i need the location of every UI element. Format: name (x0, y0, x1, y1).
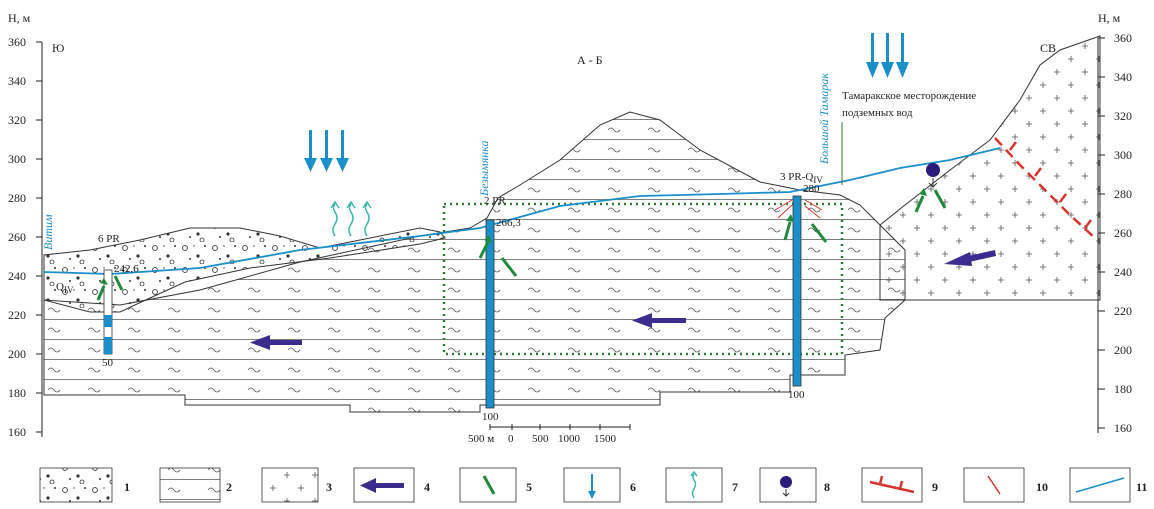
legend-num-8: 8 (824, 480, 830, 494)
left-tick-220: 220 (8, 308, 26, 322)
groundwater-flow-arrows (250, 250, 996, 350)
river-tamarak-label: Большой Тамарак (817, 73, 831, 165)
profile-title: А - Б (577, 53, 603, 67)
scale-label-0: 0 (508, 433, 514, 445)
fracture-lines (774, 199, 823, 219)
legend-num-10: 10 (1036, 480, 1048, 494)
right-tick-340: 340 (1114, 70, 1132, 84)
right-tick-280: 280 (1114, 187, 1132, 201)
direction-south: Ю (52, 41, 64, 55)
legend-evaporation-arrow-icon (690, 470, 698, 499)
well-3pr-id: 3 PR-QIV (780, 171, 823, 185)
gravel-alluvium (43, 227, 446, 313)
left-tick-300: 300 (8, 152, 26, 166)
left-axis-label: Н, м (8, 11, 31, 25)
river-vitim-label: Витим (41, 214, 55, 250)
infiltration-arrows-right (866, 33, 909, 78)
scale-label-500: 500 (532, 433, 549, 445)
legend-num-2: 2 (226, 480, 232, 494)
scale-label-500m: 500 м (468, 433, 494, 445)
legend-infiltration-arrow-icon (588, 474, 596, 499)
well-3pr-level: 280 (803, 183, 820, 195)
left-tick-320: 320 (8, 113, 26, 127)
legend-fracture-icon (987, 475, 1001, 495)
left-tick-240: 240 (8, 269, 26, 283)
left-axis: Н, м 360 340 320 300 280 260 240 220 200… (8, 11, 43, 439)
right-tick-360: 360 (1114, 31, 1132, 45)
legend-flow-arrow-icon (360, 478, 404, 493)
recharge-arrows (96, 188, 947, 301)
well-3pr-depth: 100 (788, 389, 805, 401)
right-tick-180: 180 (1114, 382, 1132, 396)
infiltration-arrows-left (304, 130, 349, 172)
well-6pr-depth: 50 (102, 357, 114, 369)
legend-recharge-arrow-icon (482, 475, 496, 495)
left-tick-labels: 360 340 320 300 280 260 240 220 200 180 … (8, 35, 26, 439)
right-axis-label: Н, м (1098, 11, 1121, 25)
scale-bar: 500 м 0 500 1000 1500 (468, 424, 631, 445)
legend-gravel-swatch (39, 467, 113, 503)
legend-num-1: 1 (124, 480, 130, 494)
legend-num-7: 7 (732, 480, 738, 494)
scale-label-1000: 1000 (558, 433, 581, 445)
right-tick-labels: 360 340 320 300 280 260 240 220 200 180 … (1114, 31, 1132, 435)
well-2pr: 2 PR 266,3 100 (482, 195, 521, 423)
right-tick-200: 200 (1114, 343, 1132, 357)
left-tick-200: 200 (8, 347, 26, 361)
legend-layered-swatch (159, 467, 221, 503)
left-tick-280: 280 (8, 191, 26, 205)
legend-spring-icon (780, 476, 792, 497)
age-label: QIV (56, 281, 74, 295)
spring-symbol (926, 163, 940, 188)
well-2pr-level: 266,3 (496, 217, 521, 229)
legend-num-9: 9 (932, 480, 938, 494)
deposit-label-line2: подземных вод (842, 107, 913, 119)
right-tick-320: 320 (1114, 109, 1132, 123)
well-6pr-level: 242,6 (114, 263, 139, 275)
legend-granite-swatch (261, 467, 319, 503)
evaporation-arrows (330, 200, 372, 237)
left-tick-340: 340 (8, 74, 26, 88)
well-6pr: 6 PR 242,6 50 (98, 233, 139, 369)
deposit-label-line1: Тамаракское месторождение (842, 90, 976, 102)
right-tick-240: 240 (1114, 265, 1132, 279)
right-axis: Н, м 360 340 320 300 280 260 240 220 200… (1097, 11, 1132, 435)
well-2pr-depth: 100 (482, 411, 499, 423)
water-table-line (43, 147, 1001, 275)
legend-fault-icon (869, 475, 915, 494)
legend-num-3: 3 (326, 480, 332, 494)
legend-num-6: 6 (630, 480, 636, 494)
left-tick-160: 160 (8, 425, 26, 439)
right-tick-160: 160 (1114, 421, 1132, 435)
left-tick-180: 180 (8, 386, 26, 400)
right-tick-220: 220 (1114, 304, 1132, 318)
deposit-boundary (442, 202, 844, 356)
legend-water-table-icon (1075, 477, 1125, 493)
legend: 1 2 3 4 5 6 7 8 (39, 467, 1147, 503)
well-2pr-id: 2 PR (484, 195, 506, 207)
direction-northeast: СВ (1040, 41, 1056, 55)
legend-num-11: 11 (1136, 480, 1147, 494)
granite-massif (879, 35, 1101, 301)
legend-num-5: 5 (526, 480, 532, 494)
well-3pr: 3 PR-QIV 280 100 (780, 171, 823, 401)
river-bezymyanka-label: Безымянка (477, 140, 491, 197)
left-tick-260: 260 (8, 230, 26, 244)
right-tick-260: 260 (1114, 226, 1132, 240)
scale-label-1500: 1500 (594, 433, 617, 445)
legend-num-4: 4 (424, 480, 430, 494)
well-6pr-id: 6 PR (98, 233, 120, 245)
left-tick-360: 360 (8, 35, 26, 49)
right-tick-300: 300 (1114, 148, 1132, 162)
fault-line (994, 137, 1096, 239)
